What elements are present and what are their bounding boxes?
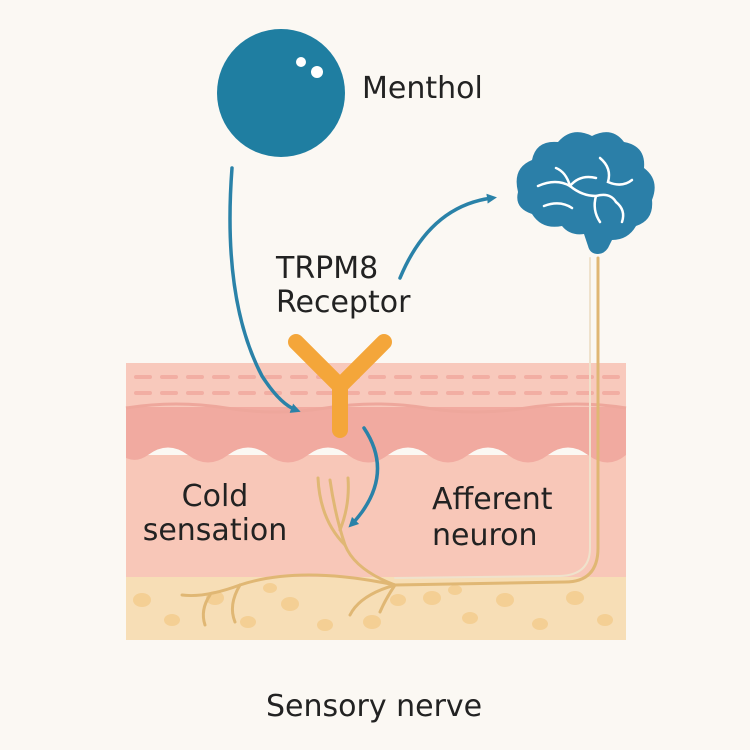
nerve-ending-5 (230, 583, 242, 624)
afferent-neuron-label: Afferent neuron (432, 482, 553, 553)
arrow-receptor-to-cold (348, 426, 380, 528)
brain-icon (516, 132, 655, 254)
nerve-ending-4 (180, 573, 397, 597)
nerve-ending-6 (201, 593, 212, 627)
nerve-ending-2 (316, 476, 347, 547)
nerve-ending-8 (348, 583, 397, 617)
nerve-ending-3 (338, 476, 350, 532)
arrows (228, 166, 497, 528)
trpm8-receptor-label: TRPM8 Receptor (276, 251, 411, 320)
skin-section (125, 363, 627, 640)
trpm8-receptor-icon (288, 334, 392, 438)
fat-layer (126, 575, 626, 640)
dermis-wave (126, 405, 626, 463)
menthol-molecule-icon (217, 29, 345, 157)
epidermis-wave (125, 402, 627, 414)
sensory-nerve-label: Sensory nerve (266, 689, 483, 724)
arrow-receptor-to-brain (398, 193, 497, 280)
nerve-ending-7 (378, 583, 397, 614)
arrow-menthol-to-receptor (228, 166, 301, 413)
nerve-fiber-main (393, 256, 600, 587)
menthol-label: Menthol (362, 71, 483, 106)
epidermis-layer (126, 363, 626, 407)
fat-cells (133, 583, 613, 631)
sensory-nerve (180, 256, 600, 627)
nerve-fiber-inner (394, 257, 591, 579)
cold-sensation-label: Cold sensation (142, 479, 288, 548)
